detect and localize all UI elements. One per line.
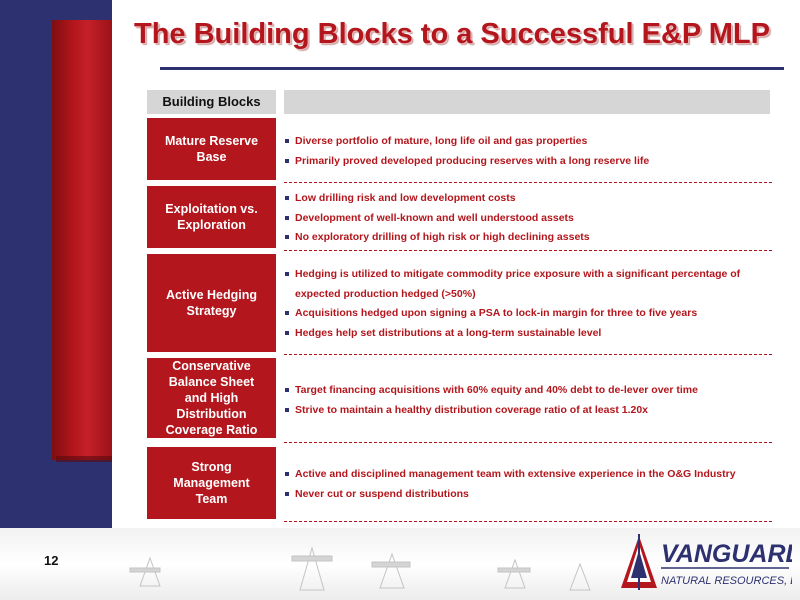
bullet-square-icon (285, 215, 289, 220)
list-item: Target financing acquisitions with 60% e… (284, 381, 772, 401)
bullet-square-icon (285, 388, 289, 392)
list-item: Hedges help set distributions at a long-… (284, 324, 772, 344)
bullet-list-hedging: Hedging is utilized to mitigate commodit… (284, 265, 772, 343)
bullet-list-mature-reserve-base: Diverse portfolio of mature, long life o… (284, 132, 772, 171)
block-active-hedging-strategy: Active Hedging Strategy (147, 254, 276, 352)
vanguard-logo: VANGUARD NATURAL RESOURCES, LLC (617, 532, 800, 594)
block-label: Mature Reserve Base (164, 134, 259, 164)
bullet-square-icon (285, 472, 289, 476)
row-separator (284, 250, 772, 251)
list-item: Hedging is utilized to mitigate commodit… (284, 265, 772, 304)
bullet-square-icon (285, 196, 289, 200)
bullet-square-icon (285, 407, 289, 412)
list-item: No exploratory drilling of high risk or … (284, 228, 772, 248)
bullet-square-icon (285, 139, 289, 143)
block-label: Strong Management Team (173, 460, 250, 506)
block-strong-management-team: Strong Management Team (147, 447, 276, 519)
bullet-square-icon (285, 235, 289, 239)
list-item: Low drilling risk and low development co… (284, 189, 772, 209)
bullet-square-icon (285, 272, 289, 276)
red-accent-bar (52, 20, 112, 460)
bullet-list-management: Active and disciplined management team w… (284, 465, 772, 504)
block-conservative-balance-sheet: Conservative Balance Sheet and High Dist… (147, 358, 276, 438)
list-item: Diverse portfolio of mature, long life o… (284, 132, 772, 152)
bullet-list-balance-sheet: Target financing acquisitions with 60% e… (284, 381, 772, 420)
header-bar (284, 90, 770, 114)
list-item: Active and disciplined management team w… (284, 465, 772, 485)
title-underline (160, 67, 784, 70)
row-separator (284, 442, 772, 443)
block-label: Exploitation vs. Exploration (165, 202, 258, 232)
row-separator (284, 182, 772, 183)
row-separator (284, 354, 772, 355)
logo-subtitle: NATURAL RESOURCES, LLC (661, 575, 792, 587)
row-separator (284, 521, 772, 522)
block-label: Active Hedging Strategy (166, 288, 257, 318)
page-number: 12 (44, 553, 59, 568)
building-blocks-header-label: Building Blocks (162, 94, 261, 109)
list-item: Acquisitions hedged upon signing a PSA t… (284, 304, 772, 324)
list-item: Never cut or suspend distributions (284, 485, 772, 505)
list-item: Primarily proved developed producing res… (284, 152, 772, 172)
list-item: Strive to maintain a healthy distributio… (284, 401, 772, 421)
bullet-square-icon (285, 311, 289, 315)
slide-title: The Building Blocks to a Successful E&P … (134, 18, 770, 50)
block-label: Conservative Balance Sheet and High Dist… (165, 359, 258, 437)
building-blocks-header: Building Blocks (147, 90, 276, 114)
block-mature-reserve-base: Mature Reserve Base (147, 118, 276, 180)
bullet-list-exploitation: Low drilling risk and low development co… (284, 189, 772, 248)
bullet-square-icon (285, 330, 289, 335)
red-accent-shadow (56, 456, 112, 462)
logo-wordmark: VANGUARD (661, 540, 792, 568)
footer-band (0, 528, 800, 600)
oil-derrick-background (129, 546, 591, 591)
bullet-square-icon (285, 158, 289, 163)
block-exploitation-vs-exploration: Exploitation vs. Exploration (147, 186, 276, 248)
list-item: Development of well-known and well under… (284, 209, 772, 229)
bullet-square-icon (285, 491, 289, 496)
